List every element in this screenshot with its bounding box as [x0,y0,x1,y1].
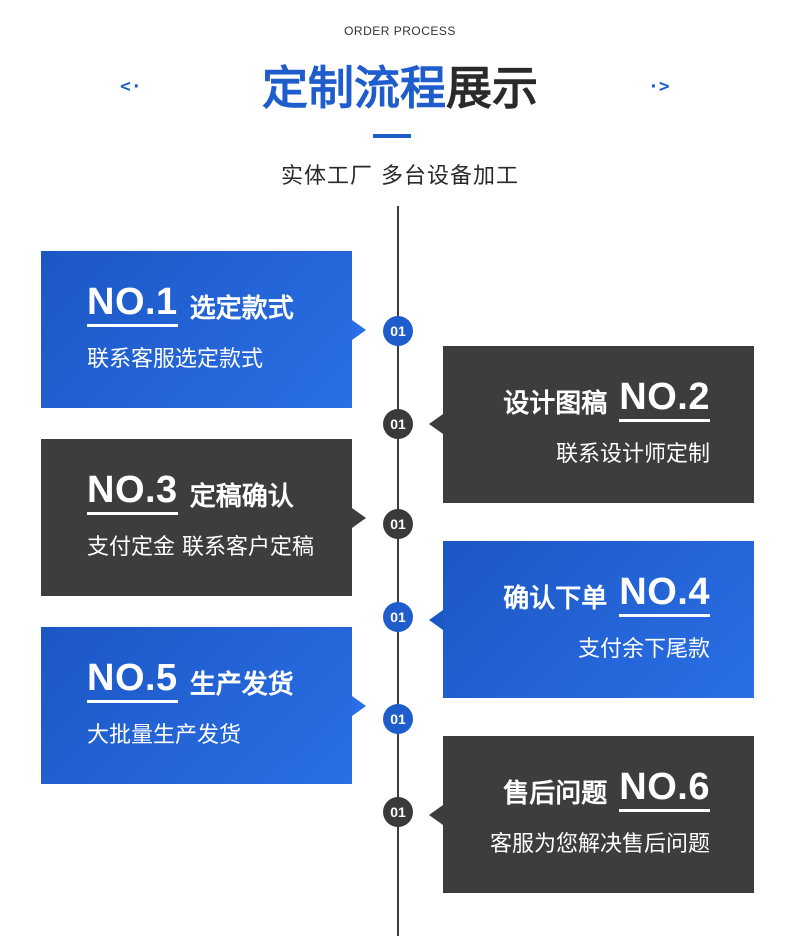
page-title: 定制流程展示 [0,58,800,118]
step-number: NO.6 [619,766,710,812]
step-pointer-3 [352,508,366,528]
step-description: 支付余下尾款 [577,637,710,662]
step-name: 生产发货 [189,670,294,700]
step-pointer-1 [352,320,366,340]
step-number: NO.4 [619,571,710,617]
step-name: 定稿确认 [189,482,294,512]
timeline-marker-1: 01 [383,316,413,346]
timeline-line [397,206,399,936]
step-heading: 设计图稿 NO.2 [491,376,710,422]
step-number: NO.2 [619,376,710,422]
step-pointer-6 [429,805,443,825]
timeline-marker-6: 01 [383,797,413,827]
page-title-blue: 定制流程 [262,61,446,115]
step-description: 联系客服选定款式 [87,347,264,372]
timeline-marker-3: 01 [383,509,413,539]
step-description: 支付定金 联系客户定稿 [87,535,314,560]
step-number: NO.1 [87,281,178,327]
step-card-6: 售后问题 NO.6 客服为您解决售后问题 [443,736,754,893]
step-heading: NO.5 生产发货 [87,657,306,703]
page-title-dark: 展示 [446,61,538,115]
step-number: NO.3 [87,469,178,515]
step-heading: NO.1 选定款式 [87,281,306,327]
right-arrow-icon: ·> [648,76,670,97]
step-card-5: NO.5 生产发货 大批量生产发货 [41,627,352,784]
step-card-2: 设计图稿 NO.2 联系设计师定制 [443,346,754,503]
step-card-1: NO.1 选定款式 联系客服选定款式 [41,251,352,408]
timeline-marker-5: 01 [383,704,413,734]
step-name: 设计图稿 [503,389,608,419]
order-process-label: ORDER PROCESS [344,24,456,38]
step-number: NO.5 [87,657,178,703]
step-heading: 售后问题 NO.6 [491,766,710,812]
step-name: 选定款式 [189,294,294,324]
step-description: 客服为您解决售后问题 [489,832,710,857]
step-card-3: NO.3 定稿确认 支付定金 联系客户定稿 [41,439,352,596]
title-underline [373,134,411,138]
step-heading: NO.3 定稿确认 [87,469,306,515]
left-arrow-icon: <· [120,76,142,97]
page-subtitle: 实体工厂 多台设备加工 [281,164,519,189]
step-description: 大批量生产发货 [87,723,242,748]
step-card-4: 确认下单 NO.4 支付余下尾款 [443,541,754,698]
step-pointer-4 [429,610,443,630]
step-pointer-2 [429,414,443,434]
timeline-marker-4: 01 [383,602,413,632]
step-name: 确认下单 [503,584,608,614]
step-pointer-5 [352,696,366,716]
step-heading: 确认下单 NO.4 [491,571,710,617]
step-description: 联系设计师定制 [555,442,710,467]
timeline-marker-2: 01 [383,409,413,439]
step-name: 售后问题 [503,779,608,809]
